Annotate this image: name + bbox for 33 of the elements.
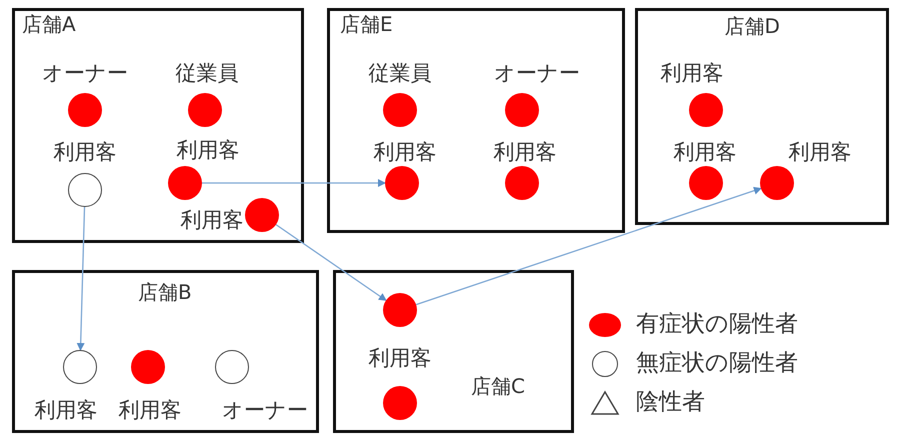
legend-label: 陰性者 [636, 391, 705, 414]
arrow [202, 179, 386, 187]
person-label: 利用客 [176, 140, 240, 161]
person-label: オーナー [42, 63, 128, 84]
person-label: 利用客 [788, 142, 852, 163]
person-label: 利用客 [180, 210, 244, 231]
store-box [12, 270, 319, 433]
store-title: 店舗D [724, 16, 780, 36]
store-box [333, 270, 574, 433]
store-box [327, 8, 625, 233]
person-label: 利用客 [674, 142, 736, 163]
person-label: 従業員 [368, 63, 432, 84]
arrow [416, 186, 762, 306]
store-title: 店舗A [22, 14, 76, 34]
store-box [12, 8, 304, 243]
person-label: 利用客 [34, 400, 98, 421]
person-label: オーナー [222, 400, 308, 421]
person-label: 従業員 [176, 63, 238, 84]
arrow [276, 224, 387, 301]
legend-label: 有症状の陽性者 [636, 313, 798, 336]
arrow [76, 206, 86, 351]
person-label: 利用客 [660, 63, 724, 84]
store-title: 店舗B [138, 282, 192, 302]
person-label: 利用客 [494, 142, 556, 163]
legend-label: 無症状の陽性者 [636, 352, 798, 375]
person-label: 利用客 [54, 142, 116, 163]
store-box [635, 8, 889, 225]
store-title: 店舗C [471, 376, 525, 396]
person-label: 利用客 [368, 348, 432, 369]
person-label: 利用客 [118, 400, 182, 421]
person-label: オーナー [494, 63, 580, 84]
store-title: 店舗E [340, 14, 393, 34]
person-label: 利用客 [374, 142, 436, 163]
